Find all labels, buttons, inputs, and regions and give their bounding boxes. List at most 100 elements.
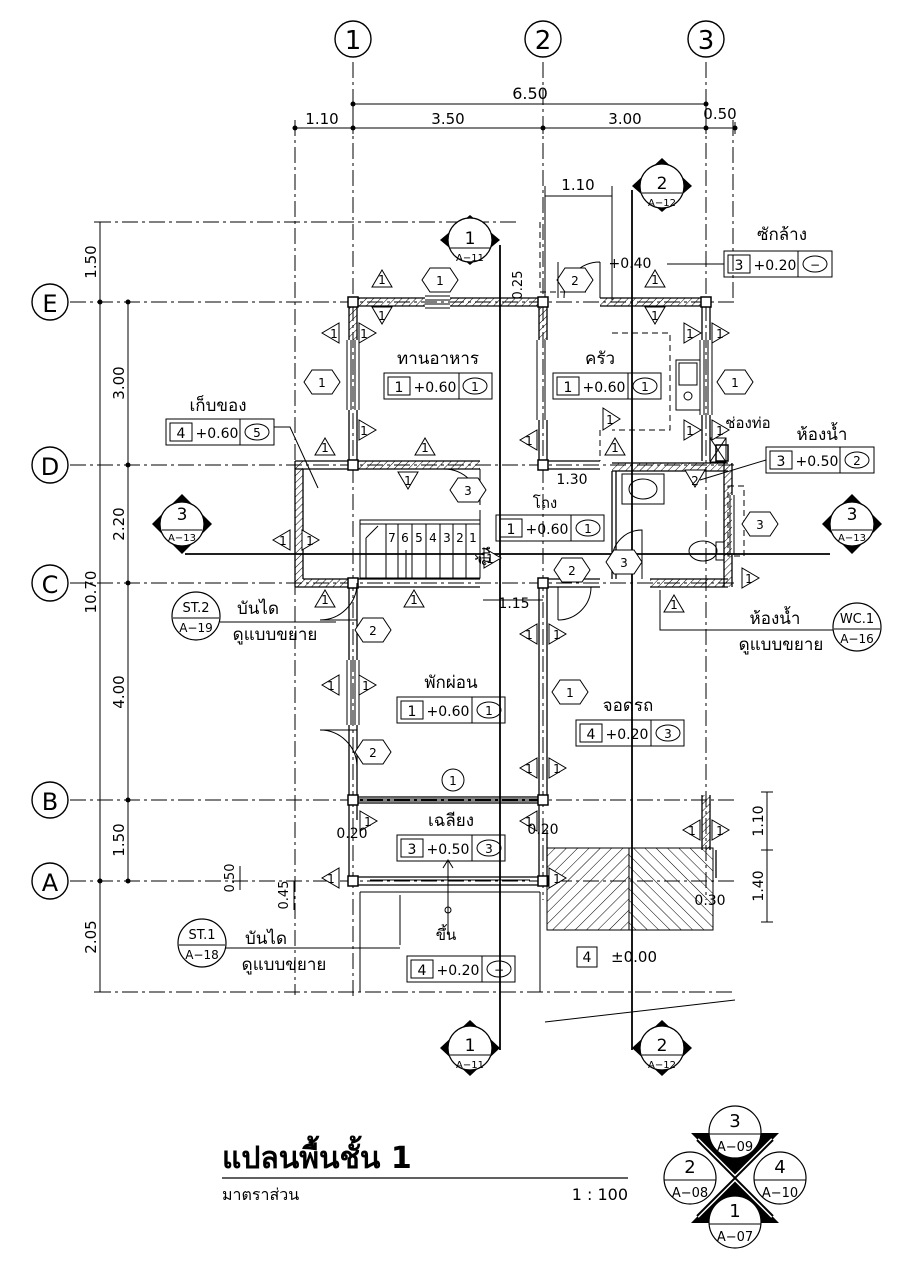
svg-text:3: 3 bbox=[485, 842, 493, 856]
dim-left-2: 3.00 bbox=[110, 366, 128, 399]
svg-text:1: 1 bbox=[566, 686, 574, 700]
svg-text:3: 3 bbox=[408, 842, 417, 858]
svg-text:3: 3 bbox=[698, 26, 715, 56]
svg-text:A−12: A−12 bbox=[648, 1060, 676, 1071]
dim-050: 0.50 bbox=[223, 864, 238, 893]
grid-bubble-C: C bbox=[31, 564, 69, 602]
svg-text:ST.2: ST.2 bbox=[182, 601, 209, 616]
svg-text:A−16: A−16 bbox=[840, 632, 874, 646]
room-tag-kitchen bbox=[552, 372, 662, 400]
svg-text:A−09: A−09 bbox=[717, 1140, 753, 1155]
dim-115: 1.15 bbox=[498, 596, 529, 612]
ground-tag-box bbox=[576, 946, 598, 968]
svg-text:7: 7 bbox=[388, 531, 396, 545]
svg-text:1: 1 bbox=[651, 273, 659, 287]
dim-020a: 0.20 bbox=[336, 826, 367, 842]
svg-text:2: 2 bbox=[657, 174, 668, 194]
dim-r-110: 1.10 bbox=[751, 805, 767, 836]
svg-text:1: 1 bbox=[611, 441, 619, 455]
grid-bubble-A: A bbox=[31, 862, 69, 900]
section-marker-1-top: 1 A−11 bbox=[440, 215, 500, 265]
kitchen-sink bbox=[675, 359, 701, 411]
room-name-porch: เฉลียง bbox=[428, 811, 474, 831]
svg-text:1: 1 bbox=[553, 628, 561, 642]
svg-text:1: 1 bbox=[651, 309, 659, 323]
dim-top-3: 3.00 bbox=[608, 110, 641, 128]
svg-text:B: B bbox=[42, 788, 58, 816]
dim-top-1: 1.10 bbox=[305, 110, 338, 128]
svg-text:+0.50: +0.50 bbox=[427, 842, 470, 858]
columns bbox=[347, 296, 729, 887]
room-name-carport: จอดรถ bbox=[603, 696, 654, 716]
svg-text:2: 2 bbox=[684, 1157, 695, 1178]
svg-text:1: 1 bbox=[321, 593, 329, 607]
svg-text:1: 1 bbox=[525, 434, 533, 448]
svg-text:D: D bbox=[41, 453, 59, 481]
ground-tag-no: 4 bbox=[583, 950, 592, 966]
dim-top-total: 6.50 bbox=[512, 84, 548, 103]
svg-text:1: 1 bbox=[584, 522, 592, 536]
svg-text:1: 1 bbox=[330, 327, 338, 341]
dim-left-4: 4.00 bbox=[110, 675, 128, 708]
callout-st2: ST.2 A−19 บันได ดูแบบขยาย bbox=[171, 591, 336, 645]
svg-text:1: 1 bbox=[360, 327, 368, 341]
section-marker-2-bottom: 2 A−12 bbox=[632, 1020, 692, 1076]
door-type-tags bbox=[303, 267, 779, 792]
svg-text:+0.60: +0.60 bbox=[583, 380, 626, 396]
svg-text:A−13: A−13 bbox=[168, 533, 196, 544]
svg-text:1: 1 bbox=[486, 552, 494, 566]
svg-text:A−08: A−08 bbox=[672, 1186, 708, 1201]
svg-text:บันได: บันได bbox=[237, 598, 279, 619]
svg-text:−: − bbox=[494, 963, 504, 977]
scale-label: มาตราส่วน bbox=[222, 1185, 299, 1204]
grid-bubble-2: 2 bbox=[524, 20, 562, 58]
dim-left-6: 2.05 bbox=[82, 920, 100, 953]
svg-text:+0.60: +0.60 bbox=[427, 704, 470, 720]
level-040: +0.40 bbox=[609, 256, 652, 272]
svg-text:1: 1 bbox=[362, 679, 370, 693]
up-stair-label: ขึ้น bbox=[475, 546, 494, 566]
svg-text:1: 1 bbox=[716, 424, 724, 438]
svg-text:1: 1 bbox=[410, 593, 418, 607]
svg-text:A−10: A−10 bbox=[762, 1186, 798, 1201]
svg-text:1: 1 bbox=[507, 522, 516, 538]
room-name-dining: ทานอาหาร bbox=[397, 349, 479, 369]
svg-text:1: 1 bbox=[421, 441, 429, 455]
svg-text:1: 1 bbox=[378, 309, 386, 323]
svg-text:A−11: A−11 bbox=[456, 253, 484, 264]
dim-030: 0.30 bbox=[694, 893, 725, 909]
svg-text:3: 3 bbox=[443, 531, 451, 545]
svg-text:1: 1 bbox=[327, 872, 335, 886]
hatch-area-left bbox=[546, 847, 630, 931]
svg-text:6: 6 bbox=[401, 531, 409, 545]
svg-text:A−13: A−13 bbox=[838, 533, 866, 544]
hatch-area-right bbox=[628, 847, 714, 931]
svg-text:1: 1 bbox=[318, 376, 326, 390]
svg-text:2: 2 bbox=[369, 746, 377, 760]
stair-numbers: 7 6 5 4 3 2 1 bbox=[388, 531, 477, 545]
svg-text:ดูแบบขยาย: ดูแบบขยาย bbox=[242, 955, 327, 975]
toilet bbox=[688, 540, 725, 562]
svg-text:1: 1 bbox=[686, 327, 694, 341]
room-tag-carport bbox=[575, 719, 685, 747]
svg-text:ดูแบบขยาย: ดูแบบขยาย bbox=[233, 625, 318, 645]
section-marker-2-top: 2 A−12 bbox=[632, 158, 692, 212]
svg-text:บันได: บันได bbox=[245, 928, 287, 949]
svg-text:1: 1 bbox=[606, 413, 614, 427]
svg-text:1: 1 bbox=[449, 774, 457, 788]
svg-text:2: 2 bbox=[571, 274, 579, 288]
room-tag-storage bbox=[165, 418, 319, 489]
dim-left-total: 10.70 bbox=[82, 571, 100, 614]
svg-text:C: C bbox=[42, 571, 59, 599]
svg-text:1: 1 bbox=[525, 628, 533, 642]
svg-text:2: 2 bbox=[691, 474, 699, 488]
svg-text:4: 4 bbox=[429, 531, 437, 545]
svg-text:3: 3 bbox=[777, 454, 786, 470]
room-tag-bedroom bbox=[396, 696, 506, 724]
left-dimensions bbox=[94, 221, 129, 993]
svg-text:1: 1 bbox=[360, 424, 368, 438]
svg-text:1: 1 bbox=[553, 762, 561, 776]
svg-text:1: 1 bbox=[404, 474, 412, 488]
svg-text:3: 3 bbox=[664, 727, 672, 741]
svg-text:5: 5 bbox=[253, 426, 261, 440]
